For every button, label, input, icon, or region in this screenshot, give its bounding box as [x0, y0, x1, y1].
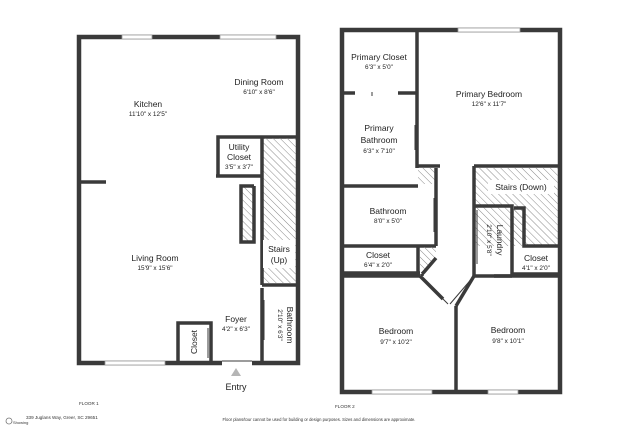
stairs-down-label: Stairs (Down) — [495, 182, 547, 192]
closet-left-dims: 6'4" x 2'0" — [364, 262, 392, 269]
floor-1-plan: Kitchen 11'10" x 12'5" Dining Room 6'10"… — [76, 34, 301, 406]
window — [371, 389, 433, 395]
entry-label: Entry — [225, 382, 247, 392]
bedroom-1-dims: 9'7" x 10'2" — [380, 339, 412, 346]
wall — [474, 204, 514, 276]
stairs-label-bg — [263, 240, 295, 268]
bedroom-1-label: Bedroom — [379, 326, 414, 336]
living-room-label: Living Room — [131, 253, 178, 263]
address: 339 Juglans Way, Greer, SC 29651 — [26, 415, 98, 420]
closet-1-label: Closet — [189, 329, 199, 354]
kitchen-dims: 11'10" x 12'5" — [129, 111, 167, 118]
floor-2-plan: Primary Closet 6'3" x 5'0" Primary Bedro… — [335, 27, 563, 409]
logo-text: Showing — [13, 420, 28, 425]
wall — [176, 321, 213, 362]
bathroom-2-label: Bathroom — [370, 206, 407, 216]
stairs-up-label-1: Stairs — [268, 244, 290, 254]
bathroom-1-label: Bathroom — [285, 307, 295, 344]
hatch-patch — [514, 208, 524, 244]
hatch-patch — [418, 168, 436, 184]
bathroom-2-dims: 8'0" x 5'0" — [374, 218, 402, 225]
utility-closet-label-1: Utility — [229, 142, 251, 152]
floor-2-label: FLOOR 2 — [335, 404, 355, 409]
wall — [239, 184, 256, 244]
window — [219, 34, 277, 40]
dining-room-dims: 6'10" x 8'6" — [243, 89, 275, 96]
laundry-label: Laundry — [495, 225, 505, 256]
foyer-dims: 4'2" x 6'3" — [222, 326, 250, 333]
primary-bathroom-label-2: Bathroom — [361, 135, 398, 145]
logo-icon — [5, 417, 13, 425]
window — [104, 360, 166, 366]
closet-right-label: Closet — [524, 253, 549, 263]
hatch-patch — [420, 247, 436, 271]
primary-bedroom-label: Primary Bedroom — [456, 89, 522, 99]
primary-closet-label: Primary Closet — [351, 52, 407, 62]
stairs-side-hatch — [241, 186, 253, 242]
laundry-dims: 2'10" x 5'8" — [485, 224, 492, 256]
bedroom-2-label: Bedroom — [491, 325, 526, 335]
window — [457, 27, 521, 33]
wall — [514, 206, 559, 248]
bathroom-1-dims: 2'10" x 6'3" — [276, 309, 283, 341]
stairs-up-label-2: (Up) — [271, 255, 288, 265]
utility-closet-label-2: Closet — [227, 152, 252, 162]
closet-right-dims: 4'1" x 2'0" — [522, 265, 550, 272]
foyer-label: Foyer — [225, 314, 247, 324]
primary-bedroom-dims: 12'6" x 11'7" — [472, 101, 507, 108]
stairs-down-label-bg — [488, 180, 554, 194]
closet-left-label: Closet — [366, 250, 391, 260]
primary-bathroom-label-1: Primary — [364, 123, 394, 133]
wall — [420, 256, 438, 276]
bedroom-2-dims: 9'8" x 10'1" — [492, 338, 524, 345]
footer: Showing 339 Juglans Way, Greer, SC 29651… — [5, 415, 416, 425]
window — [487, 389, 519, 395]
floor-1-label: FLOOR 1 — [79, 401, 99, 406]
disclaimer: Floor plans/tour cannot be used for buil… — [223, 417, 416, 422]
primary-bathroom-dims: 6'3" x 7'10" — [363, 148, 395, 155]
entry-arrow-icon — [231, 368, 241, 376]
living-room-dims: 15'9" x 15'6" — [137, 265, 172, 272]
utility-closet-dims: 3'5" x 3'7" — [225, 164, 253, 171]
wall — [454, 275, 476, 307]
kitchen-label: Kitchen — [134, 99, 163, 109]
window — [121, 34, 153, 40]
wall — [418, 274, 445, 301]
dining-room-label: Dining Room — [234, 77, 283, 87]
primary-closet-dims: 6'3" x 5'0" — [365, 64, 393, 71]
